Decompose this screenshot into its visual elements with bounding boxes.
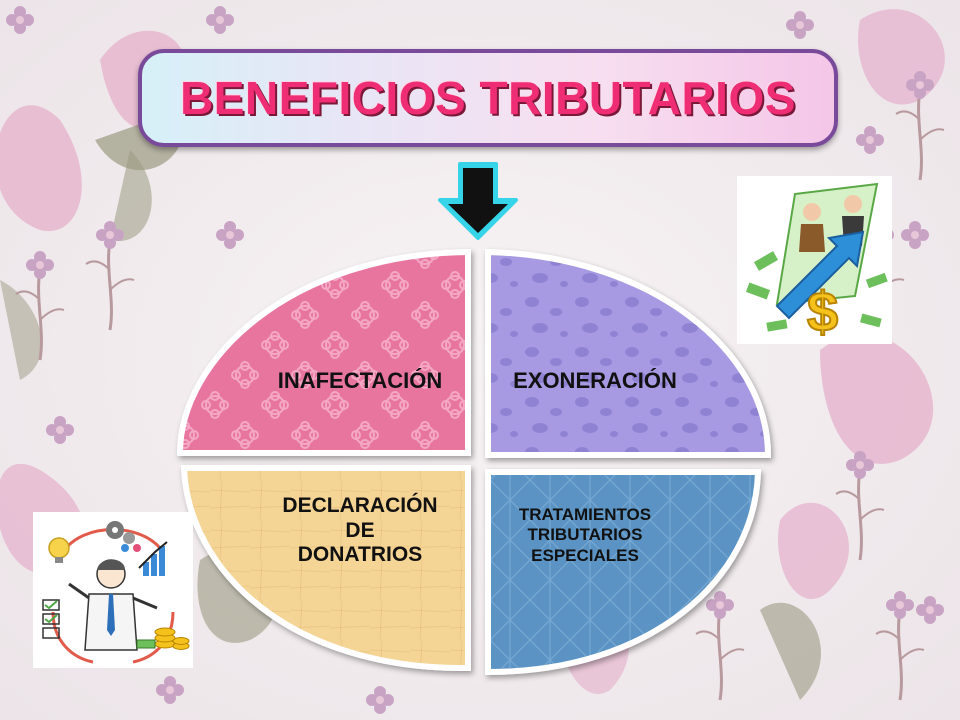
quadrant-tratamientos: [485, 469, 762, 676]
label-exoneracion: EXONERACIÓN: [513, 368, 677, 393]
label-line: DE: [345, 518, 375, 542]
down-arrow-icon: [438, 162, 518, 240]
quadrant-inafectacion: [176, 248, 471, 456]
label-line: DONATRIOS: [297, 543, 423, 567]
benefits-pie-diagram: [176, 248, 772, 676]
business-growth-money-icon: $: [737, 176, 892, 344]
title-banner: BENEFICIOS TRIBUTARIOS: [138, 49, 838, 147]
label-line: DECLARACIÓN: [282, 494, 438, 517]
svg-text:$: $: [807, 280, 838, 343]
page-title: BENEFICIOS TRIBUTARIOS: [180, 72, 796, 124]
label-line: TRIBUTARIOS: [527, 525, 643, 545]
label-line: TRATAMIENTOS: [518, 505, 652, 524]
label-declaracion: DECLARACIÓN DE DONATRIOS: [240, 494, 480, 568]
label-inafectacion: INAFECTACIÓN: [277, 368, 443, 393]
quadrant-exoneracion: [485, 248, 772, 458]
label-tratamientos: TRATAMIENTOS TRIBUTARIOS ESPECIALES: [480, 505, 690, 566]
businessman-ideas-icon: [33, 512, 193, 668]
label-line: ESPECIALES: [531, 545, 639, 565]
